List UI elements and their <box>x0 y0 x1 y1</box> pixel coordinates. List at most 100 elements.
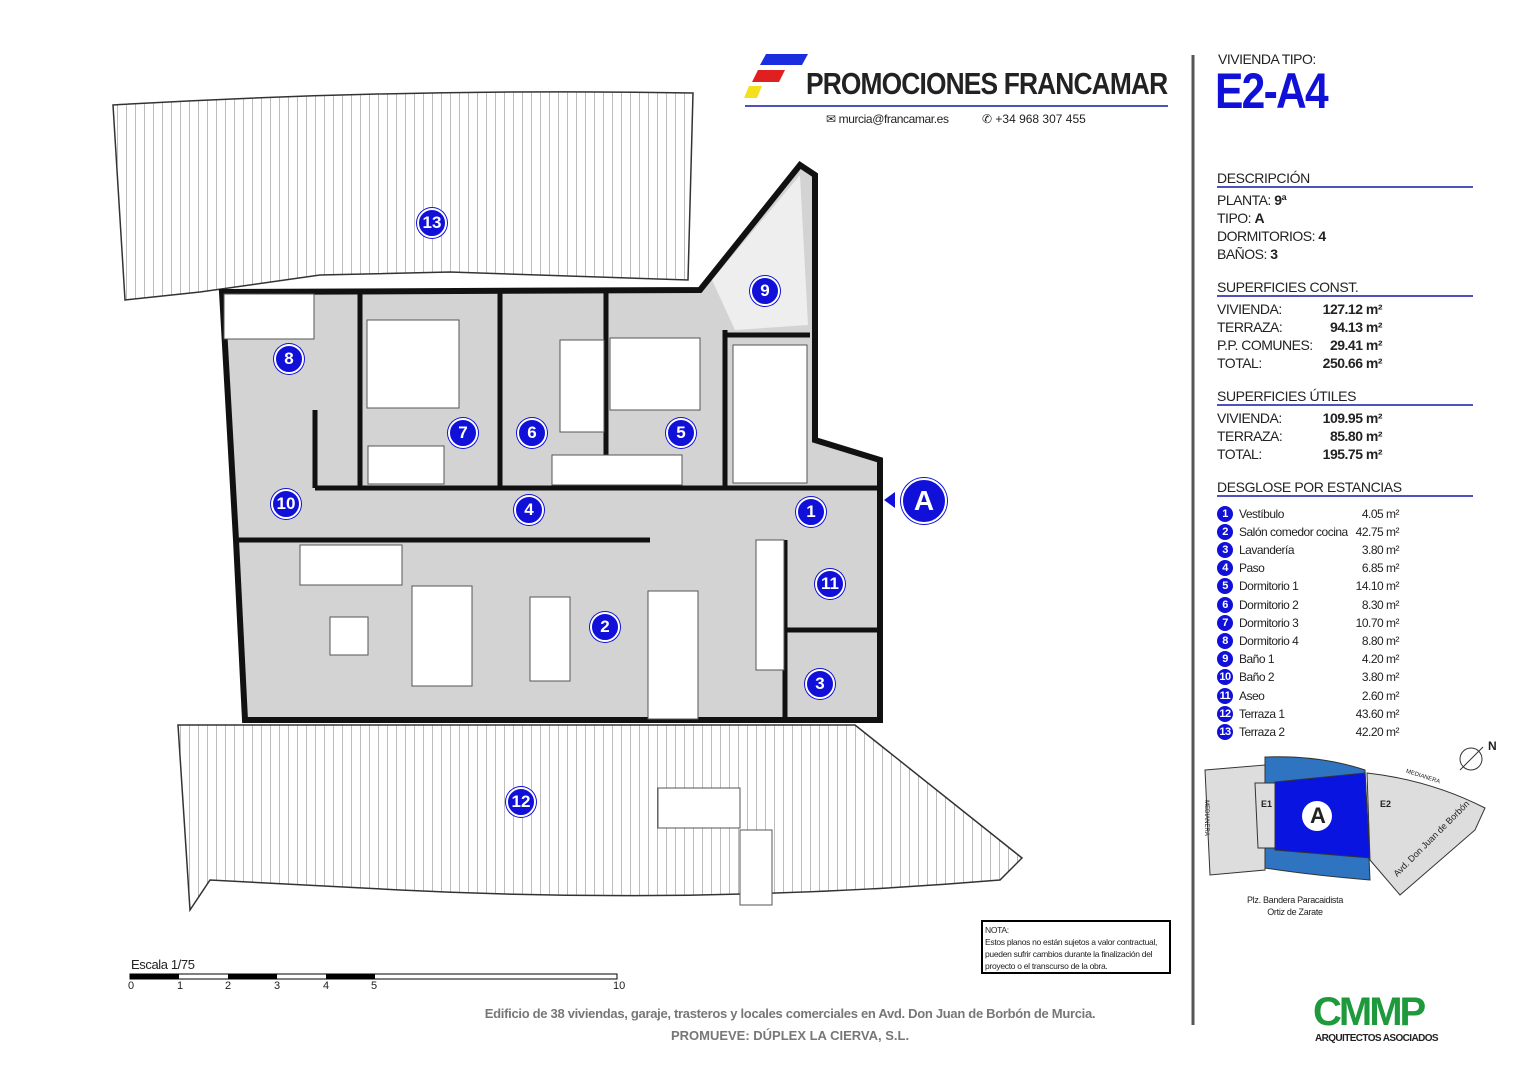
room-list-item: 8 Dormitorio 4 8.80 m² <box>1217 632 1400 649</box>
const-value: 250.66 m² <box>1322 355 1383 371</box>
desc-key: PLANTA: <box>1217 192 1271 208</box>
room-list-item: 9 Baño 1 4.20 m² <box>1217 651 1400 668</box>
room-name: Vestíbulo <box>1239 506 1284 521</box>
note-box: NOTA: Estos planos no están sujetos a val… <box>985 924 1169 972</box>
room-number-badge: 8 <box>1217 632 1233 649</box>
footer-promoter: PROMUEVE: DÚPLEX LA CIERVA, S.L. <box>670 1028 910 1043</box>
desc-row: DORMITORIOS: 4 <box>1217 228 1326 244</box>
room-area: 42.20 m² <box>1355 724 1400 739</box>
room-marker: 3 <box>805 669 835 699</box>
footer-project: Edificio de 38 viviendas, garaje, traste… <box>484 1006 1096 1021</box>
room-area: 8.30 m² <box>1361 597 1400 612</box>
util-value: 195.75 m² <box>1322 446 1383 462</box>
room-list-item: 2 Salón comedor cocina 42.75 m² <box>1217 523 1400 540</box>
scale-tick: 4 <box>323 980 330 992</box>
room-name: Lavandería <box>1239 542 1295 557</box>
util-key: TOTAL: <box>1217 446 1262 462</box>
const-value: 29.41 m² <box>1329 337 1383 353</box>
room-marker: 8 <box>274 344 304 374</box>
desc-value: 3 <box>1270 246 1278 262</box>
room-list-item: 11 Aseo 2.60 m² <box>1217 687 1400 704</box>
room-area: 10.70 m² <box>1355 615 1400 630</box>
room-area: 42.75 m² <box>1355 524 1400 539</box>
north-label: N <box>1488 739 1497 753</box>
const-value: 94.13 m² <box>1329 319 1383 335</box>
room-area: 14.10 m² <box>1355 579 1400 594</box>
room-name: Terraza 1 <box>1239 706 1285 721</box>
keyplan-e1: E1 <box>1261 799 1273 809</box>
room-number-badge: 11 <box>1217 687 1233 704</box>
desc-row: PLANTA: 9ª <box>1217 192 1287 208</box>
room-marker: 10 <box>271 489 301 519</box>
desc-key: DORMITORIOS: <box>1217 228 1315 244</box>
scale-bar <box>129 973 618 980</box>
room-name: Baño 2 <box>1239 670 1275 685</box>
const-key: TERRAZA: <box>1217 319 1283 335</box>
scale-tick: 2 <box>225 980 232 992</box>
unit-code: E2-A4 <box>1215 63 1329 119</box>
room-number-badge: 10 <box>1217 669 1233 686</box>
room-name: Salón comedor cocina <box>1239 524 1348 539</box>
room-number-badge: 4 <box>1217 560 1233 577</box>
note-title: NOTA: <box>985 925 1009 935</box>
room-area: 3.80 m² <box>1361 542 1400 557</box>
desc-row: TIPO: A <box>1217 210 1265 226</box>
room-number-badge: 1 <box>1217 505 1233 522</box>
scale-title: Escala 1/75 <box>131 957 195 972</box>
room-name: Dormitorio 4 <box>1239 633 1299 648</box>
room-area: 2.60 m² <box>1361 688 1400 703</box>
scale-tick: 3 <box>274 980 281 992</box>
room-area: 8.80 m² <box>1361 633 1400 648</box>
architect-logo: CMMP <box>1313 990 1426 1034</box>
room-marker: 13 <box>417 208 447 238</box>
keyplan-medianera: MEDIANERA <box>1202 800 1209 836</box>
phone-text: +34 968 307 455 <box>995 112 1086 126</box>
phone-icon: ✆ <box>982 112 996 126</box>
const-key: VIVIENDA: <box>1217 301 1282 317</box>
brand-name: PROMOCIONES FRANCAMAR <box>806 66 1168 101</box>
scale-tick: 1 <box>177 980 184 992</box>
room-list-item: 1 Vestíbulo 4.05 m² <box>1217 505 1400 522</box>
const-value: 127.12 m² <box>1322 301 1383 317</box>
room-marker: 2 <box>590 612 620 642</box>
room-area: 4.20 m² <box>1361 652 1400 667</box>
room-marker: 4 <box>514 495 544 525</box>
email-link[interactable]: ✉ murcia@francamar.es <box>826 112 949 126</box>
room-name: Dormitorio 2 <box>1239 597 1299 612</box>
room-area: 4.05 m² <box>1361 506 1400 521</box>
plaza-line1: Plz. Bandera Paracaidista <box>1246 895 1344 905</box>
francamar-logo-icon <box>744 54 808 98</box>
room-name: Dormitorio 3 <box>1239 615 1299 630</box>
room-marker: 6 <box>517 418 547 448</box>
room-number-badge: 2 <box>1217 523 1233 540</box>
room-marker: 12 <box>506 787 536 817</box>
room-name: Paso <box>1239 561 1265 576</box>
terrace-13 <box>112 91 694 301</box>
architect-subtitle: ARQUITECTOS ASOCIADOS <box>1315 1033 1439 1044</box>
room-name: Baño 1 <box>1239 652 1275 667</box>
room-name: Aseo <box>1239 688 1265 703</box>
phone-link[interactable]: ✆ +34 968 307 455 <box>982 112 1086 126</box>
room-number-badge: 6 <box>1217 596 1233 613</box>
plaza-line2: Ortiz de Zarate <box>1267 907 1323 917</box>
util-key: VIVIENDA: <box>1217 410 1282 426</box>
section-sup-utiles: SUPERFICIES ÚTILES <box>1217 388 1473 406</box>
room-area: 6.85 m² <box>1361 561 1400 576</box>
keyplan <box>1204 746 1486 896</box>
note-text: Estos planos no están sujetos a valor co… <box>985 937 1158 971</box>
section-descripcion: DESCRIPCIÓN <box>1217 170 1473 188</box>
room-marker: 7 <box>448 418 478 448</box>
room-number-badge: 9 <box>1217 651 1233 668</box>
util-value: 109.95 m² <box>1322 410 1383 426</box>
room-list-item: 4 Paso 6.85 m² <box>1217 560 1400 577</box>
room-marker: 9 <box>750 276 780 306</box>
room-marker: 1 <box>796 497 826 527</box>
mail-icon: ✉ <box>826 112 839 126</box>
util-value: 85.80 m² <box>1329 428 1383 444</box>
